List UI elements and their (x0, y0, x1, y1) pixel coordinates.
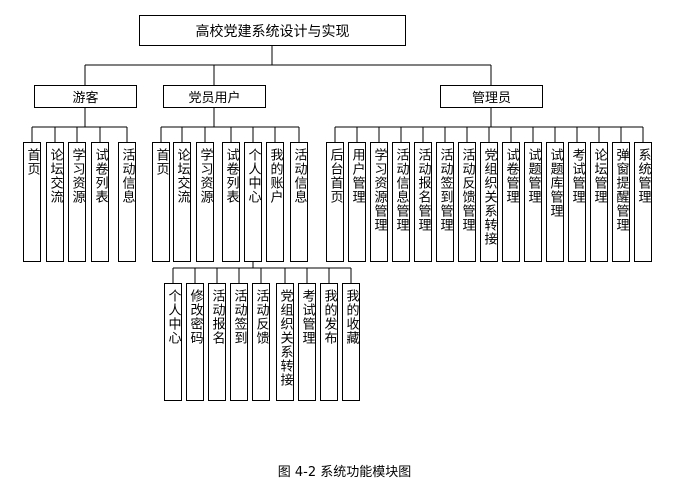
leaf-box: 弹窗提醒管理 (612, 142, 630, 262)
leaf-box: 首页 (23, 142, 41, 262)
leaf-box: 论坛交流 (173, 142, 191, 262)
leaf-box: 论坛管理 (590, 142, 608, 262)
sub-leaf-box: 我的发布 (320, 283, 338, 401)
sub-leaf-box: 我的收藏 (342, 283, 360, 401)
leaf-box: 活动反馈管理 (458, 142, 476, 262)
leaf-box: 考试管理 (568, 142, 586, 262)
leaf-box: 试题库管理 (546, 142, 564, 262)
leaf-box: 系统管理 (634, 142, 652, 262)
leaf-box: 试题管理 (524, 142, 542, 262)
leaf-box: 试卷列表 (91, 142, 109, 262)
leaf-box: 论坛交流 (46, 142, 64, 262)
leaf-box: 后台首页 (326, 142, 344, 262)
group-box-member: 党员用户 (163, 85, 266, 108)
leaf-box: 学习资源管理 (370, 142, 388, 262)
root-box: 高校党建系统设计与实现 (139, 15, 406, 46)
leaf-box: 活动签到管理 (436, 142, 454, 262)
sub-leaf-box: 党组织关系转接 (276, 283, 294, 401)
sub-leaf-box: 修改密码 (186, 283, 204, 401)
leaf-box: 个人中心 (244, 142, 262, 262)
leaf-box: 活动报名管理 (414, 142, 432, 262)
leaf-box: 党组织关系转接 (480, 142, 498, 262)
sub-leaf-box: 个人中心 (164, 283, 182, 401)
leaf-box: 活动信息 (118, 142, 136, 262)
sub-leaf-box: 考试管理 (298, 283, 316, 401)
leaf-box: 活动信息 (290, 142, 308, 262)
leaf-box: 学习资源 (68, 142, 86, 262)
leaf-box: 学习资源 (196, 142, 214, 262)
sub-leaf-box: 活动签到 (230, 283, 248, 401)
sub-leaf-box: 活动报名 (208, 283, 226, 401)
leaf-box: 活动信息管理 (392, 142, 410, 262)
group-box-visitor: 游客 (34, 85, 137, 108)
leaf-box: 用户管理 (348, 142, 366, 262)
leaf-box: 我的账户 (266, 142, 284, 262)
leaf-box: 试卷管理 (502, 142, 520, 262)
sub-leaf-box: 活动反馈 (252, 283, 270, 401)
figure-caption: 图 4-2 系统功能模块图 (277, 465, 412, 480)
leaf-box: 试卷列表 (222, 142, 240, 262)
leaf-box: 首页 (152, 142, 170, 262)
group-box-admin: 管理员 (440, 85, 543, 108)
